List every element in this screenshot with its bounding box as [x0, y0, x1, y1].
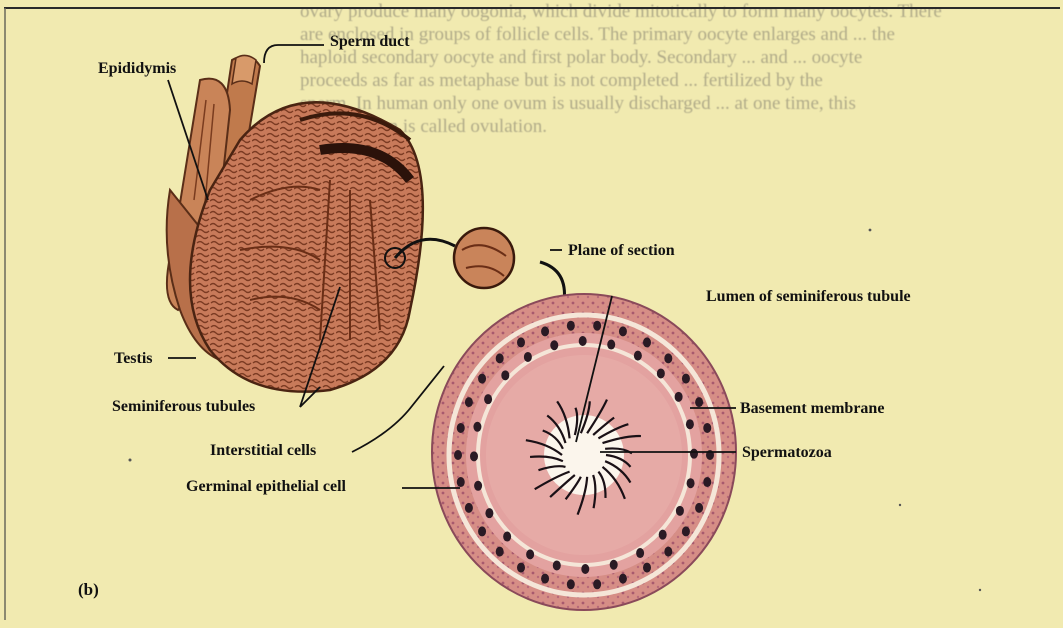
- cell-nucleus: [634, 351, 642, 361]
- cell-nucleus: [550, 340, 558, 350]
- cell-nucleus: [473, 422, 481, 432]
- cell-nucleus: [695, 503, 703, 513]
- cell-nucleus: [454, 450, 462, 460]
- cell-nucleus: [676, 506, 684, 516]
- plane-of-section-circle: [454, 228, 514, 288]
- cell-nucleus: [703, 423, 711, 433]
- panel-letter: (b): [78, 580, 99, 600]
- cell-nucleus: [465, 503, 473, 513]
- cell-nucleus: [541, 574, 549, 584]
- label-germinal-epithelial-cell: Germinal epithelial cell: [186, 478, 346, 496]
- cell-nucleus: [567, 579, 575, 589]
- cell-nucleus: [686, 419, 694, 429]
- cell-nucleus: [496, 353, 504, 363]
- cell-nucleus: [690, 449, 698, 459]
- cell-nucleus: [485, 508, 493, 518]
- label-sperm-duct: Sperm duct: [330, 33, 410, 51]
- label-epididymis: Epididymis: [98, 60, 176, 78]
- cell-nucleus: [496, 547, 504, 557]
- cell-nucleus: [664, 353, 672, 363]
- cell-nucleus: [643, 337, 651, 347]
- cell-nucleus: [593, 579, 601, 589]
- cell-nucleus: [567, 321, 575, 331]
- cell-nucleus: [517, 337, 525, 347]
- cell-nucleus: [457, 477, 465, 487]
- cell-nucleus: [465, 397, 473, 407]
- cell-nucleus: [657, 368, 665, 378]
- cell-nucleus: [682, 526, 690, 536]
- label-testis: Testis: [114, 350, 153, 368]
- cell-nucleus: [659, 530, 667, 540]
- cell-nucleus: [581, 564, 589, 574]
- cell-nucleus: [636, 548, 644, 558]
- cell-nucleus: [501, 370, 509, 380]
- cell-nucleus: [687, 478, 695, 488]
- cell-nucleus: [541, 326, 549, 336]
- cell-nucleus: [682, 374, 690, 384]
- cell-nucleus: [593, 321, 601, 331]
- cell-nucleus: [524, 352, 532, 362]
- label-basement-membrane: Basement membrane: [740, 400, 884, 418]
- cell-nucleus: [478, 526, 486, 536]
- cell-nucleus: [610, 560, 618, 570]
- cell-nucleus: [703, 477, 711, 487]
- label-lumen: Lumen of seminiferous tubule: [706, 288, 911, 306]
- cell-nucleus: [664, 547, 672, 557]
- cell-nucleus: [484, 394, 492, 404]
- cell-nucleus: [619, 574, 627, 584]
- label-interstitial-cells: Interstitial cells: [210, 442, 316, 460]
- cell-nucleus: [619, 326, 627, 336]
- label-seminiferous-tubules: Seminiferous tubules: [112, 398, 255, 416]
- cell-nucleus: [474, 481, 482, 491]
- label-plane-of-section: Plane of section: [568, 242, 675, 260]
- cell-nucleus: [553, 560, 561, 570]
- cell-nucleus: [579, 336, 587, 346]
- cell-nucleus: [478, 374, 486, 384]
- cell-nucleus: [695, 397, 703, 407]
- cell-nucleus: [470, 451, 478, 461]
- cell-nucleus: [526, 549, 534, 559]
- cell-nucleus: [517, 563, 525, 573]
- cell-nucleus: [607, 340, 615, 350]
- cell-nucleus: [457, 423, 465, 433]
- cell-nucleus: [675, 392, 683, 402]
- cell-nucleus: [503, 532, 511, 542]
- label-spermatozoa: Spermatozoa: [742, 444, 832, 462]
- cell-nucleus: [643, 563, 651, 573]
